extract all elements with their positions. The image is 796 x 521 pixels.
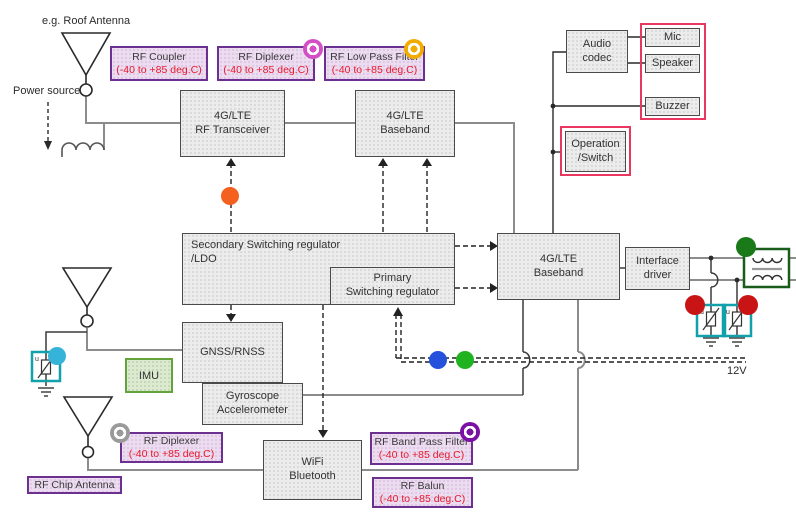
rf-part-temp: (-40 to +85 deg.C) [116,63,202,76]
block-label: Bluetooth [289,470,336,482]
supply-dot-green [456,351,474,369]
block-label: Gyroscope [225,390,280,403]
transformer-dot [736,237,756,257]
block-label: Switching regulator [345,286,440,298]
rf-part-name: RF Coupler [132,50,186,63]
block-label: Mic [663,30,682,43]
gnss-esd-dot [48,347,66,365]
supply-dot-blue [429,351,447,369]
block-rf-transceiver: 4G/LTE RF Transceiver [180,90,285,157]
block-label: 4G/LTE [213,109,252,122]
label-rf-balun: RF Balun (-40 to +85 deg.C) [372,477,473,508]
block-label: GNSS/RNSS [200,345,265,358]
rf-part-name: RF Diplexer [143,434,200,447]
rf-part-name: RF Balun [400,479,445,492]
low-pass-filter-ring-icon [404,39,424,59]
varistor-dot-left [685,295,705,315]
block-label: Speaker [652,56,693,69]
block-label: codec [582,51,612,64]
diplexer-top-ring-icon [303,39,323,59]
label-rf-diplexer-top: RF Diplexer (-40 to +85 deg.C) [217,46,315,81]
block-label: Audio [582,37,612,50]
block-label: 4G/LTE [386,109,424,122]
ground-icons [38,337,745,397]
label-rf-coupler: RF Coupler (-40 to +85 deg.C) [110,46,208,81]
rf-part-temp: (-40 to +85 deg.C) [378,448,465,461]
block-buzzer: Buzzer [645,97,700,116]
block-label: driver [643,268,672,281]
block-imu: IMU [125,358,173,393]
label-rf-diplexer-bottom: RF Diplexer (-40 to +85 deg.C) [120,432,223,463]
block-speaker: Speaker [645,54,700,73]
block-label: Buzzer [655,99,690,112]
label-rf-chip-antenna: RF Chip Antenna [27,476,122,494]
block-wifi-bt: WiFi Bluetooth [263,440,362,500]
rf-part-name: RF Low Pass Filter [330,50,419,63]
block-operation-switch: Operation /Switch [565,131,626,172]
block-label: Primary [373,272,412,285]
block-label: /LDO [191,252,217,265]
roof-antenna-note: e.g. Roof Antenna [42,15,131,27]
block-gyro-accel: Gyroscope Accelerometer [202,383,303,425]
block-label: Accelerometer [217,404,288,416]
varistor-icon-left: u [695,303,727,338]
block-baseband-main: 4G/LTE Baseband [497,233,620,300]
rf-part-temp: (-40 to +85 deg.C) [223,63,309,76]
transceiver-supply-dot [221,187,239,205]
block-mic: Mic [645,28,700,47]
block-primary-regulator: Primary Switching regulator [330,267,455,305]
operation-switch-highlight [560,126,631,176]
block-label: 4G/LTE [539,252,578,265]
junction-dots [550,103,740,283]
svg-text:u: u [700,309,704,316]
rf-part-name: RF Diplexer [238,50,294,63]
block-gnss: GNSS/RNSS [182,322,283,383]
block-interface-driver: Interface driver [625,247,690,290]
rf-part-temp: (-40 to +85 deg.C) [331,63,418,76]
power-source-label: Power source [13,85,81,97]
rf-part-temp: (-40 to +85 deg.C) [379,492,466,505]
diplexer-bottom-ring-icon [110,423,130,443]
label-rf-band-pass-filter: RF Band Pass Filter (-40 to +85 deg.C) [370,432,473,465]
block-baseband-top: 4G/LTE Baseband [355,90,455,157]
rf-part-temp: (-40 to +85 deg.C) [128,447,215,460]
supply-12v-label: 12V [727,365,747,377]
block-label: Secondary Switching regulator [191,239,341,251]
block-label: /Switch [577,151,614,164]
rf-part-name: RF Chip Antenna [34,478,115,491]
svg-text:u: u [35,356,39,363]
block-label: Interface [636,254,679,267]
gnss-antenna-icon [61,267,113,328]
chip-antenna-icon [62,396,114,459]
inductor-icon [61,142,105,157]
block-label: IMU [138,369,160,382]
block-label: Baseband [533,266,584,279]
block-label: WiFi [301,456,324,469]
band-pass-filter-ring-icon [460,422,480,442]
arrowheads [226,158,498,438]
block-audio-codec: Audio codec [566,30,628,73]
power-source-arrow [44,102,52,150]
block-label: Operation [571,137,620,150]
roof-antenna-icon [60,32,112,97]
block-label: Baseband [380,123,430,136]
block-label: RF Transceiver [195,123,270,136]
audio-parts-highlight [640,23,706,120]
varistor-dot-right [738,295,758,315]
svg-text:u: u [726,309,730,316]
rf-part-name: RF Band Pass Filter [374,435,469,448]
